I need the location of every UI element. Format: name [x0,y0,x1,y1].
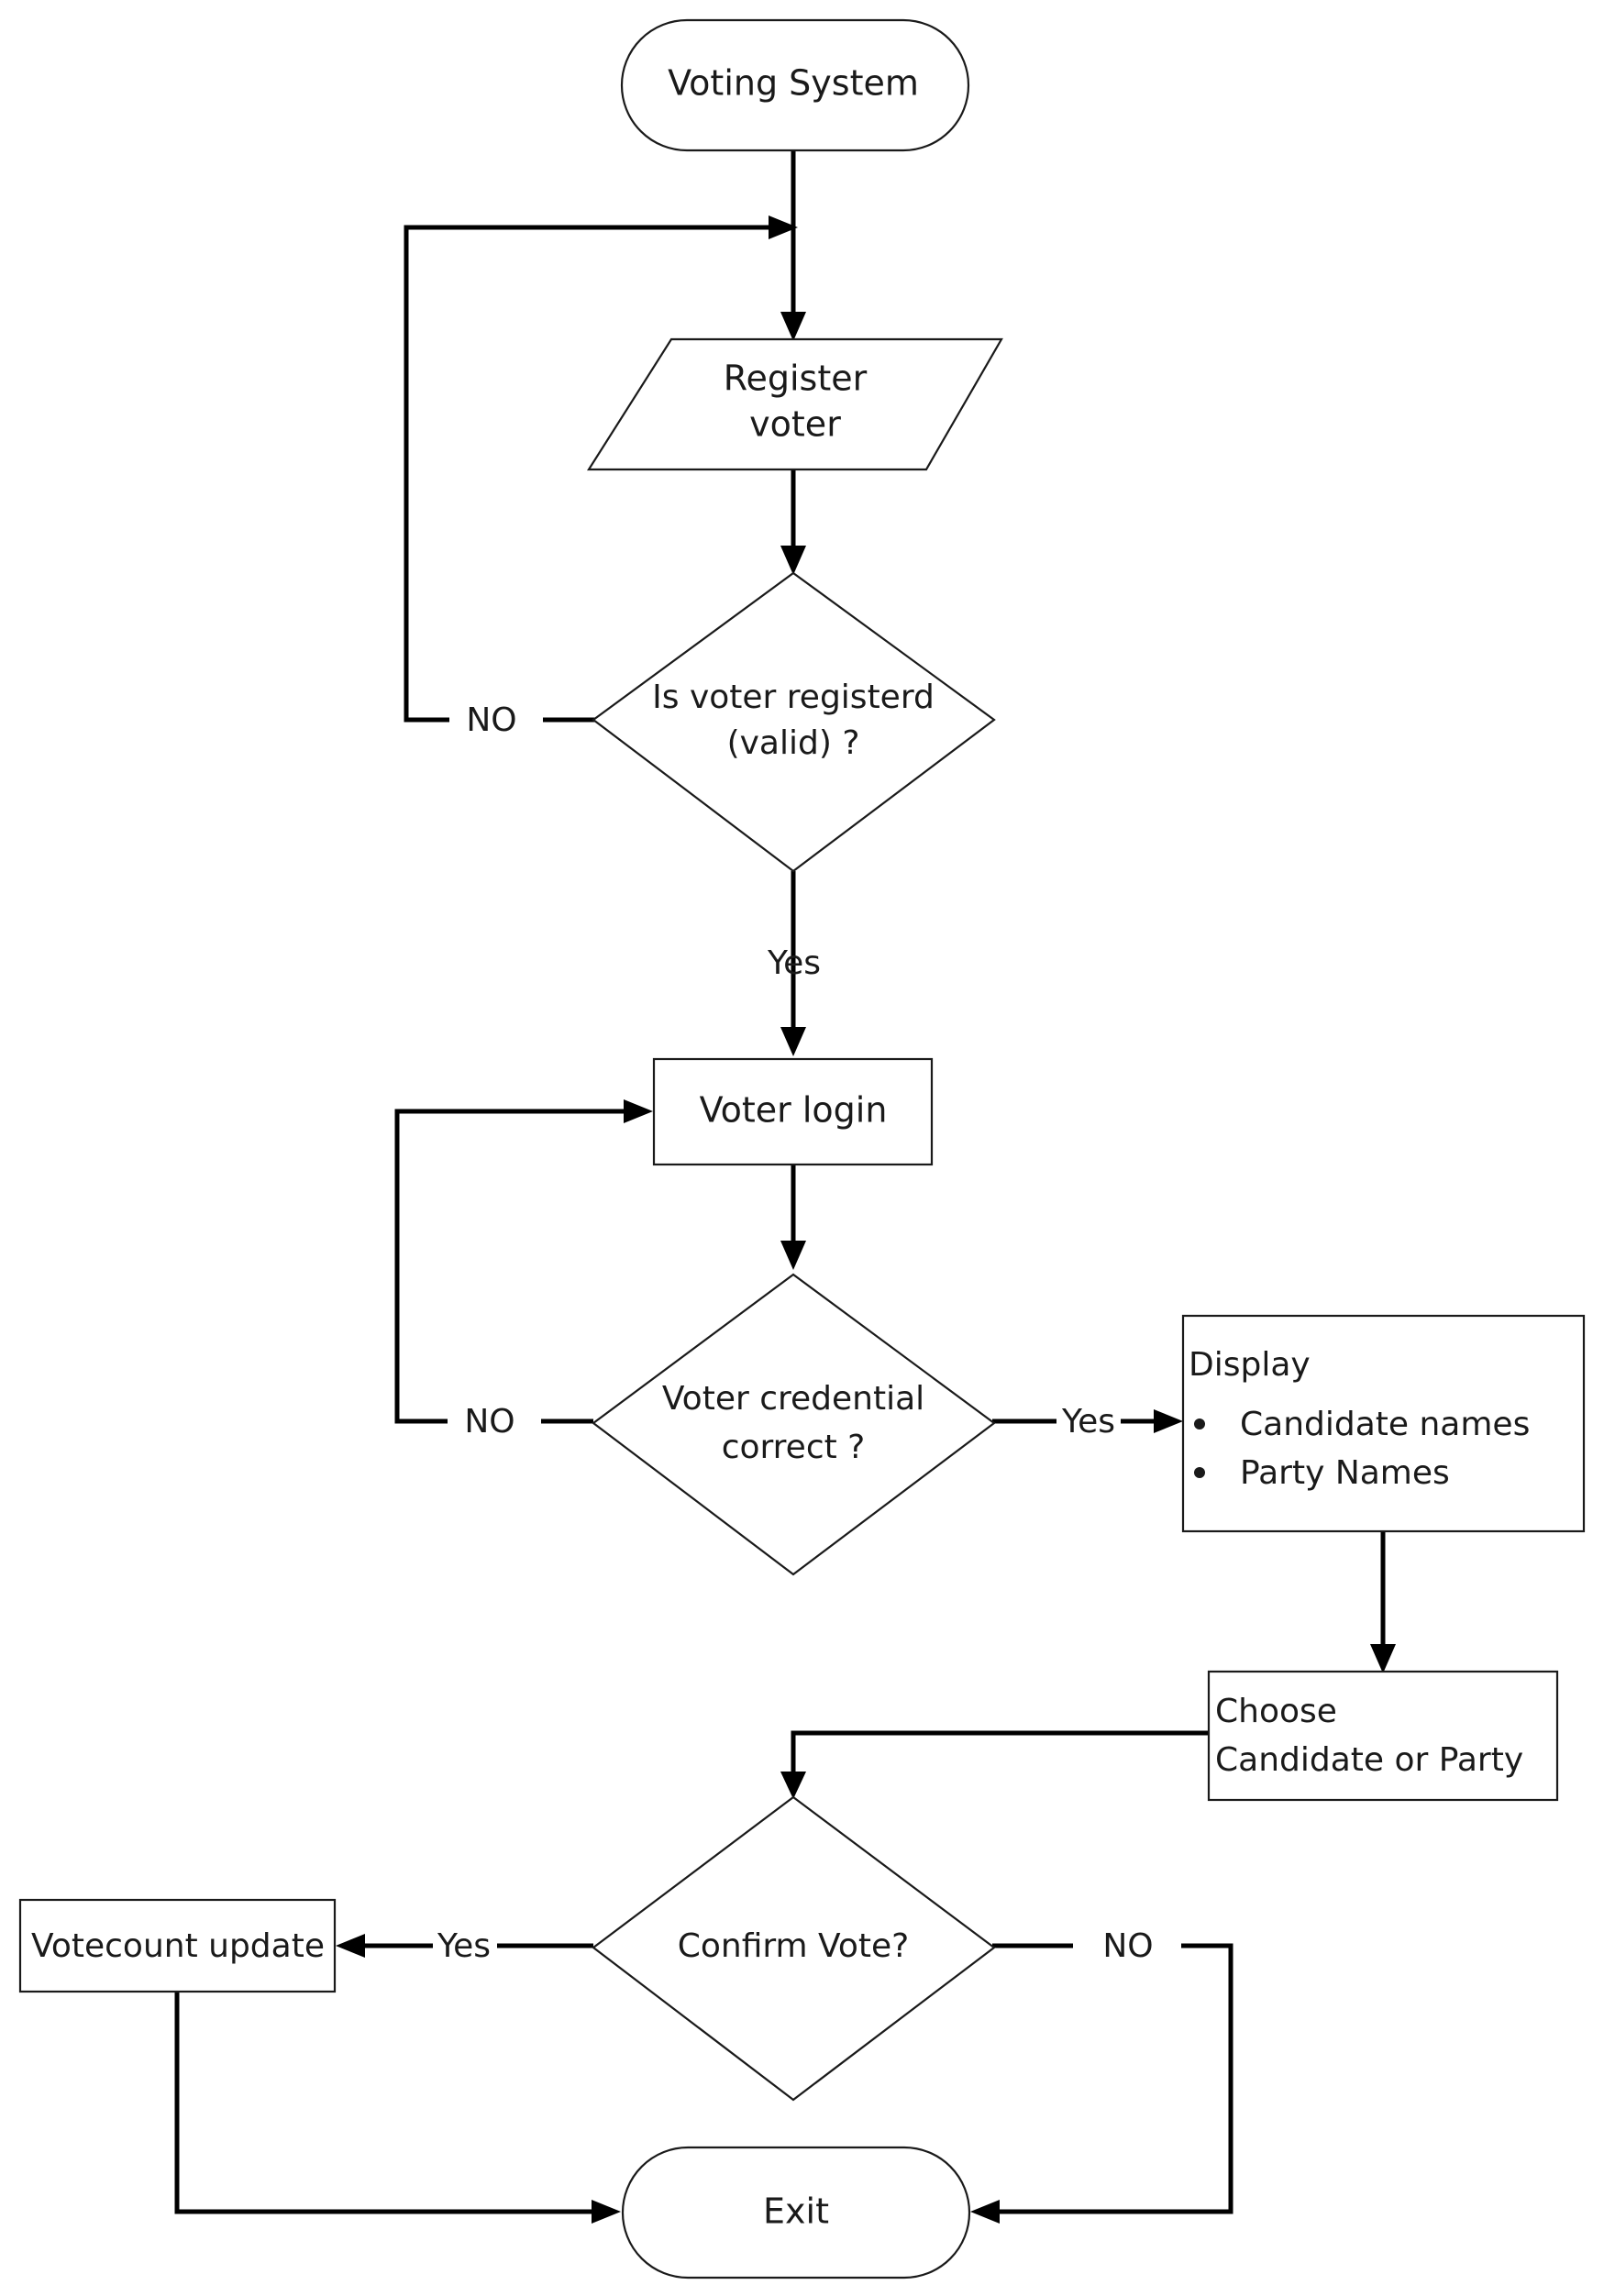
confirm-vote-decision: Confirm Vote? [592,1795,996,2102]
arrowhead [780,1241,806,1270]
choose-line1: Choose [1215,1693,1337,1730]
register-label-line1: Register [724,359,868,399]
voter-login-label: Voter login [700,1090,888,1131]
edge-label-confirm-no: NO [1102,1927,1153,1965]
choose-line2: Candidate or Party [1215,1741,1523,1779]
arrowhead [336,1934,365,1958]
confirm-label: Confirm Vote? [678,1927,910,1965]
choose-process: Choose Candidate or Party [1207,1670,1559,1802]
arrowhead [780,1027,806,1056]
credential-decision: Voter credential correct ? [592,1273,996,1576]
edge-label-confirm-yes: Yes [437,1927,491,1965]
is-registered-line1: Is voter registerd [652,679,935,716]
edge-label-credential-no: NO [464,1403,514,1441]
arrowhead [780,312,806,341]
arrowhead [1154,1409,1183,1433]
edge-label-registered-no: NO [466,701,516,739]
exit-label: Exit [763,2191,829,2232]
arrowhead [624,1099,653,1123]
arrowhead [1370,1644,1396,1673]
credential-line2: correct ? [722,1429,866,1466]
edge-confirm-no [992,1943,1233,2214]
arrowhead [769,215,798,239]
credential-line1: Voter credential [662,1380,924,1418]
bullet-icon [1194,1418,1205,1429]
display-item-parties: Party Names [1240,1454,1450,1492]
register-voter-input: Register voter [587,337,1003,471]
edge-registered-no-loop [404,225,780,723]
start-terminator: Voting System [620,18,970,152]
edge-choose-to-confirm [791,1730,1209,1774]
bullet-icon [1194,1467,1205,1478]
display-title: Display [1189,1346,1311,1384]
edge-votecount-to-exit [174,1992,596,2214]
register-label-line2: voter [749,404,841,445]
display-process: Display Candidate names Party Names [1181,1314,1586,1533]
edge-credential-no-loop [394,1109,633,1424]
arrowhead [780,1772,806,1799]
edge-label-registered-yes: Yes [767,944,821,982]
arrowhead [780,546,806,575]
arrowhead [970,2200,1000,2224]
votecount-label: Votecount update [31,1927,325,1965]
edge-label-credential-yes: Yes [1061,1403,1115,1441]
display-item-candidates: Candidate names [1240,1406,1530,1443]
exit-terminator: Exit [621,2146,971,2279]
start-label: Voting System [668,63,919,104]
is-registered-line2: (valid) ? [727,724,860,762]
is-registered-decision: Is voter registerd (valid) ? [592,571,996,873]
votecount-update-process: Votecount update [18,1898,337,1993]
arrowhead [592,2200,621,2224]
voter-login-process: Voter login [652,1057,934,1166]
